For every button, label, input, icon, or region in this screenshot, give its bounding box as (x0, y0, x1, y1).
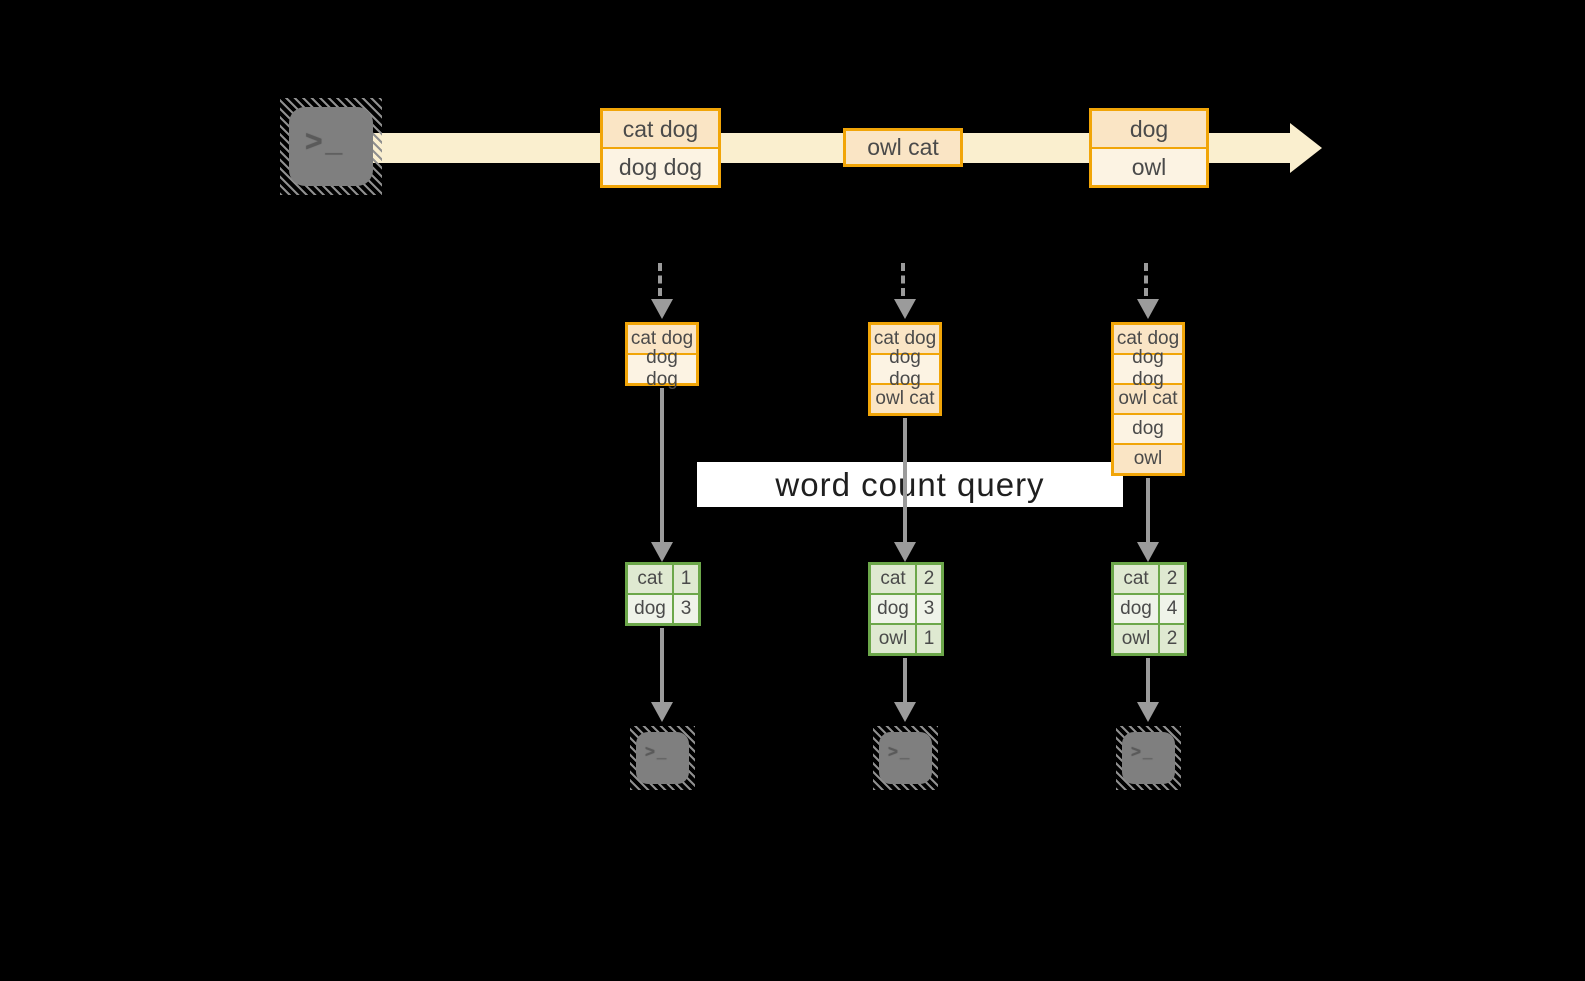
terminal-screen: >_ (1122, 732, 1175, 784)
result-arrow-head-icon (894, 702, 916, 722)
count-cell: 2 (1160, 625, 1184, 653)
input-list-3: cat dog dog dog owl cat dog owl (1111, 322, 1185, 476)
list-row: owl cat (1114, 385, 1182, 415)
query-label-band: word count query (697, 462, 1123, 507)
dashed-arrow-head-icon (894, 299, 916, 319)
count-cell: 3 (674, 595, 698, 623)
stream-line: owl cat (846, 131, 960, 164)
dashed-arrow-head-icon (1137, 299, 1159, 319)
result-arrow-line (660, 628, 664, 704)
stream-line: cat dog (603, 111, 718, 149)
stream-batch-3: dog owl (1089, 108, 1209, 188)
count-cell: 2 (1160, 565, 1184, 593)
flow-arrow-line (903, 418, 907, 544)
word-cell: cat (871, 565, 915, 593)
flow-arrow-head-icon (894, 542, 916, 562)
word-cell: owl (871, 625, 915, 653)
flow-arrow-line (1146, 478, 1150, 544)
dashed-arrow-line (658, 263, 662, 296)
list-row: dog dog (628, 347, 696, 390)
count-table-2: cat 2 dog 3 owl 1 (868, 562, 944, 656)
flow-arrow-head-icon (1137, 542, 1159, 562)
stream-arrow-head-icon (1290, 123, 1322, 173)
flow-arrow-head-icon (651, 542, 673, 562)
query-label: word count query (775, 465, 1045, 503)
word-cell: owl (1114, 625, 1158, 653)
stream-line: dog (1092, 111, 1206, 149)
flow-arrow-line (660, 388, 664, 544)
dashed-arrow-head-icon (651, 299, 673, 319)
terminal-screen: >_ (289, 107, 373, 186)
prompt-icon: >_ (1131, 742, 1155, 761)
prompt-icon: >_ (305, 125, 346, 158)
result-arrow-head-icon (1137, 702, 1159, 722)
sink-terminal-icon-3: >_ (1116, 726, 1181, 790)
list-row: cat dog (1114, 325, 1182, 355)
count-table-1: cat 1 dog 3 (625, 562, 701, 626)
count-cell: 2 (917, 565, 941, 593)
list-row: owl cat (871, 385, 939, 413)
count-table-3: cat 2 dog 4 owl 2 (1111, 562, 1187, 656)
count-cell: 3 (917, 595, 941, 623)
word-cell: cat (628, 565, 672, 593)
terminal-screen: >_ (879, 732, 932, 784)
input-list-1: cat dog dog dog (625, 322, 699, 390)
word-cell: cat (1114, 565, 1158, 593)
count-cell: 1 (674, 565, 698, 593)
stream-line: owl (1092, 149, 1206, 185)
source-terminal-icon: >_ (280, 98, 382, 195)
stream-line: dog dog (603, 149, 718, 185)
list-row: cat dog (628, 325, 696, 355)
sink-terminal-icon-2: >_ (873, 726, 938, 790)
result-arrow-line (1146, 658, 1150, 704)
result-arrow-head-icon (651, 702, 673, 722)
word-cell: dog (628, 595, 672, 623)
prompt-icon: >_ (888, 742, 912, 761)
list-row: dog dog (1114, 347, 1182, 390)
input-list-2: cat dog dog dog owl cat (868, 322, 942, 416)
dashed-arrow-line (901, 263, 905, 296)
dashed-arrow-line (1144, 263, 1148, 296)
count-cell: 1 (917, 625, 941, 653)
stream-batch-2: owl cat (843, 128, 963, 167)
result-arrow-line (903, 658, 907, 704)
list-row: dog dog (871, 347, 939, 390)
stream-batch-1: cat dog dog dog (600, 108, 721, 188)
list-row: cat dog (871, 325, 939, 355)
count-cell: 4 (1160, 595, 1184, 623)
word-cell: dog (871, 595, 915, 623)
sink-terminal-icon-1: >_ (630, 726, 695, 790)
word-cell: dog (1114, 595, 1158, 623)
list-row: owl (1114, 445, 1182, 473)
prompt-icon: >_ (645, 742, 669, 761)
list-row: dog (1114, 415, 1182, 445)
terminal-screen: >_ (636, 732, 689, 784)
